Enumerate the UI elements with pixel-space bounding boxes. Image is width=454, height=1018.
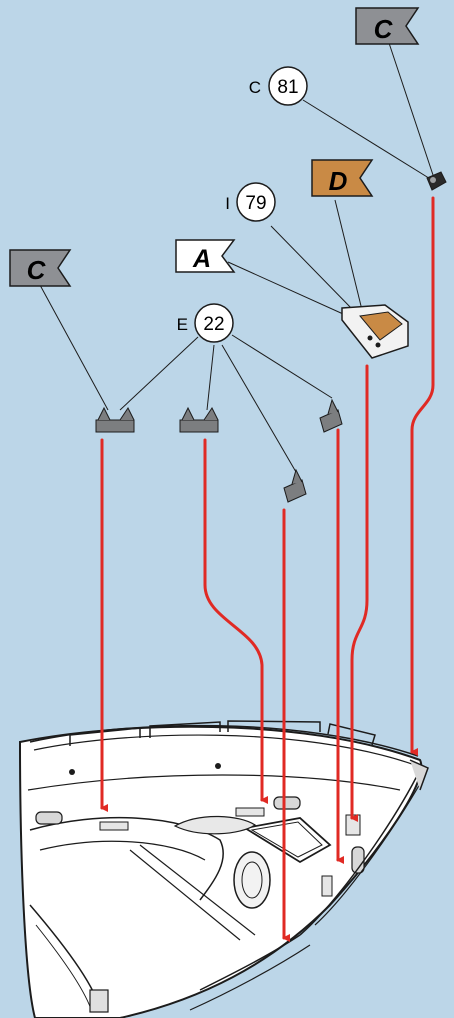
chock-part-1 xyxy=(95,406,135,433)
callout-prefix: C xyxy=(249,78,261,97)
flag-letter: D xyxy=(329,166,348,196)
bow-cleat-part xyxy=(426,171,447,191)
flag-d: D xyxy=(311,159,374,197)
flag-letter: A xyxy=(192,245,211,273)
flag-c-left: C xyxy=(9,249,72,287)
callout-i79: 79 I xyxy=(225,182,276,222)
callout-number: 79 xyxy=(245,193,266,214)
installation-arrows xyxy=(100,196,435,942)
chock-part-4 xyxy=(319,398,343,433)
leader-lines xyxy=(39,39,435,473)
arrow-chock-2 xyxy=(203,438,268,804)
chock-part-2 xyxy=(179,406,219,433)
mounting-plate-part xyxy=(341,304,409,359)
arrow-bow-cleat xyxy=(410,196,435,756)
flag-letter: C xyxy=(27,255,47,285)
callout-prefix: E xyxy=(177,315,188,334)
flag-c-top: C xyxy=(355,7,420,45)
boat-hull xyxy=(18,720,429,1018)
callout-number: 22 xyxy=(203,314,224,335)
flag-a: A xyxy=(175,239,236,273)
callout-c81: 81 C xyxy=(249,66,308,106)
flag-letter: C xyxy=(374,14,394,44)
arrow-plate xyxy=(350,364,369,822)
chock-part-3 xyxy=(283,468,307,503)
callout-number: 81 xyxy=(277,77,298,98)
callout-prefix: I xyxy=(225,194,230,213)
callout-e22: 22 E xyxy=(177,303,234,343)
